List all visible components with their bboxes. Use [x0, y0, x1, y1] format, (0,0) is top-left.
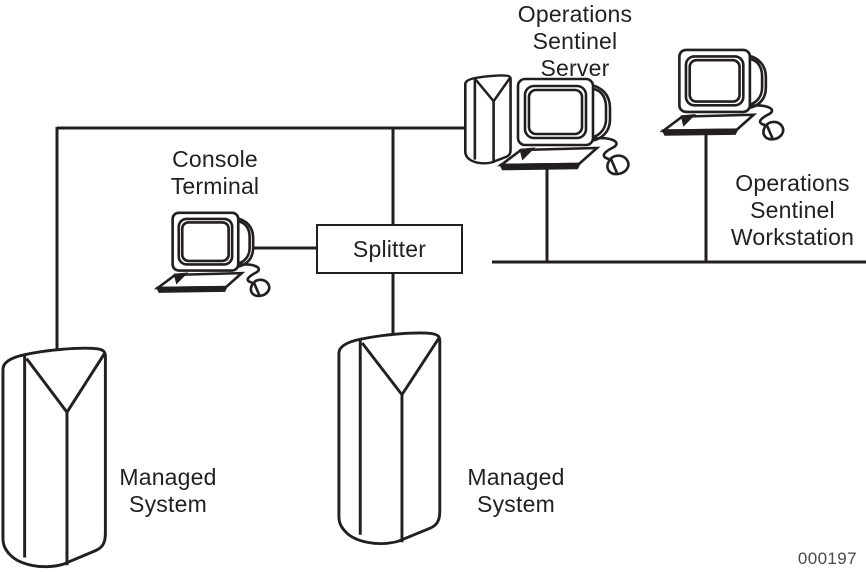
console-terminal-computer-icon — [156, 211, 271, 298]
workstation-computer-icon — [662, 48, 785, 141]
connection-lines — [55, 126, 866, 350]
figure-number: 000197 — [797, 549, 857, 568]
server-label: Operations Sentinel Server — [517, 1, 633, 81]
managed-system-1-tower-icon — [1, 346, 107, 569]
server-tower-icon — [463, 74, 512, 165]
console-terminal-label: Console Terminal — [170, 146, 260, 199]
server-desktop-computer-icon — [499, 77, 630, 176]
workstation-label: Operations Sentinel Workstation — [730, 170, 855, 250]
managed-system-1-label: Managed System — [119, 464, 217, 517]
managed-system-2-label: Managed System — [467, 464, 565, 517]
splitter-node: Splitter — [316, 224, 463, 274]
managed-system-2-tower-icon — [337, 331, 442, 546]
splitter-label: Splitter — [352, 235, 427, 262]
